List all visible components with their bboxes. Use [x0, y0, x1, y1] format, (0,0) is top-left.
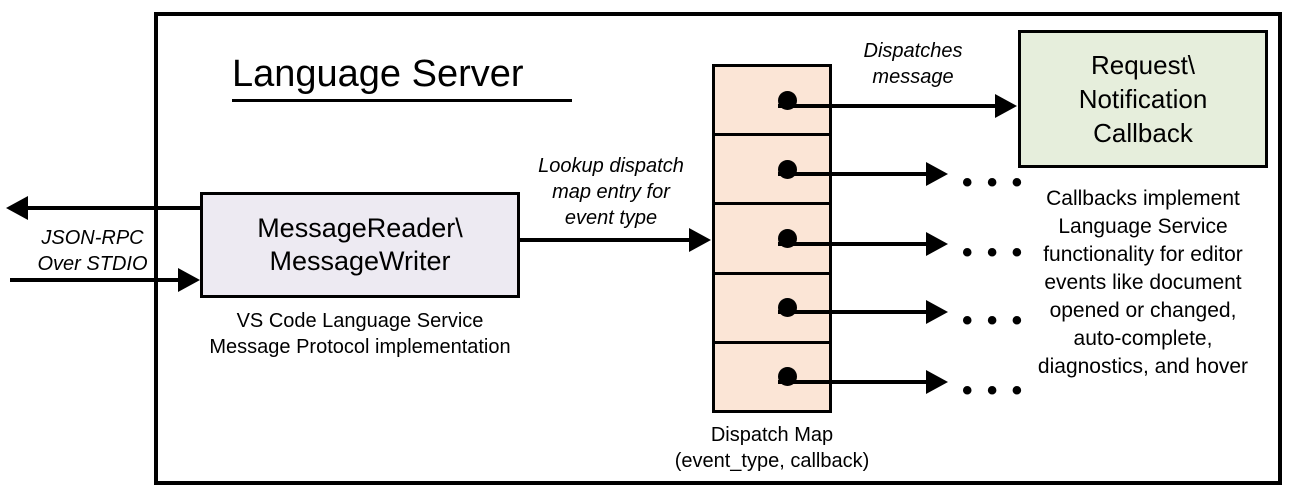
callback-description-line6: auto-complete,: [1073, 327, 1213, 350]
outbound-line: [28, 206, 203, 210]
lookup-arrowhead-icon: [689, 228, 711, 252]
callback-dot-icon: [778, 298, 797, 318]
callback-description-line3: functionality for editor: [1043, 243, 1243, 266]
dispatch-row-2-arrowhead-icon: [926, 162, 948, 186]
transport-label: JSON-RPC Over STDIO: [20, 225, 165, 277]
table-row[interactable]: [712, 271, 832, 341]
dispatch-annotation-line2: message: [872, 66, 954, 88]
lookup-annotation-line2: map entry for: [552, 181, 670, 203]
dispatch-map-table[interactable]: [712, 64, 832, 414]
callback-description-line1: Callbacks implement: [1046, 187, 1240, 210]
dispatch-row-3-line: [778, 242, 928, 246]
callback-description-line7: diagnostics, and hover: [1037, 355, 1249, 378]
table-row[interactable]: [712, 133, 832, 203]
dispatch-row-5-line: [778, 380, 928, 384]
callback-description-line2: Language Service: [1058, 215, 1228, 238]
callback-box-line1: Request\: [1090, 50, 1196, 80]
callback-description-line4: events like document: [1044, 271, 1242, 294]
lookup-annotation-line1: Lookup dispatch: [538, 155, 684, 177]
dispatch-row-5-ellipsis: • • •: [962, 374, 1026, 407]
dispatch-row-1-line: [778, 104, 997, 108]
message-reader-writer-line1: MessageReader\: [257, 213, 463, 243]
request-notification-callback-box[interactable]: Request\ Notification Callback: [1018, 30, 1268, 168]
lookup-annotation-line3: event type: [564, 207, 658, 229]
lookup-annotation: Lookup dispatch map entry for event type: [518, 153, 704, 231]
dispatch-row-2-line: [778, 172, 928, 176]
dispatch-map-caption-line1: Dispatch Map: [710, 424, 834, 446]
message-reader-writer-line2: MessageWriter: [269, 246, 451, 276]
inbound-line: [10, 278, 180, 282]
message-reader-writer-caption: VS Code Language Service Message Protoco…: [185, 308, 535, 360]
table-row[interactable]: [712, 64, 832, 134]
transport-label-line1: JSON-RPC: [41, 227, 144, 249]
transport-label-line2: Over STDIO: [37, 253, 148, 275]
dispatch-row-5-arrowhead-icon: [926, 370, 948, 394]
callback-box-line3: Callback: [1093, 118, 1193, 148]
dispatch-map-caption-line2: (event_type, callback): [674, 450, 870, 472]
callback-description: Callbacks implement Language Service fun…: [1010, 185, 1276, 381]
dispatch-row-3-arrowhead-icon: [926, 232, 948, 256]
message-reader-writer-box[interactable]: MessageReader\ MessageWriter: [200, 192, 520, 298]
table-row[interactable]: [712, 340, 832, 414]
inbound-arrowhead-icon: [178, 268, 200, 292]
dispatch-row-4-arrowhead-icon: [926, 300, 948, 324]
lookup-line: [520, 238, 691, 242]
reader-caption-line1: VS Code Language Service: [236, 310, 484, 332]
dispatch-map-caption: Dispatch Map (event_type, callback): [637, 422, 907, 474]
dispatch-row-1-arrowhead-icon: [995, 94, 1017, 118]
callback-box-line2: Notification: [1078, 84, 1208, 114]
page-title: Language Server: [232, 50, 572, 102]
dispatch-annotation: Dispatches message: [838, 38, 988, 90]
dispatch-annotation-line1: Dispatches: [863, 40, 963, 62]
callback-description-line5: opened or changed,: [1049, 299, 1237, 322]
table-row[interactable]: [712, 202, 832, 272]
outbound-arrowhead-icon: [6, 196, 28, 220]
language-server-boundary: [154, 12, 1282, 485]
dispatch-row-4-line: [778, 310, 928, 314]
reader-caption-line2: Message Protocol implementation: [209, 336, 511, 358]
